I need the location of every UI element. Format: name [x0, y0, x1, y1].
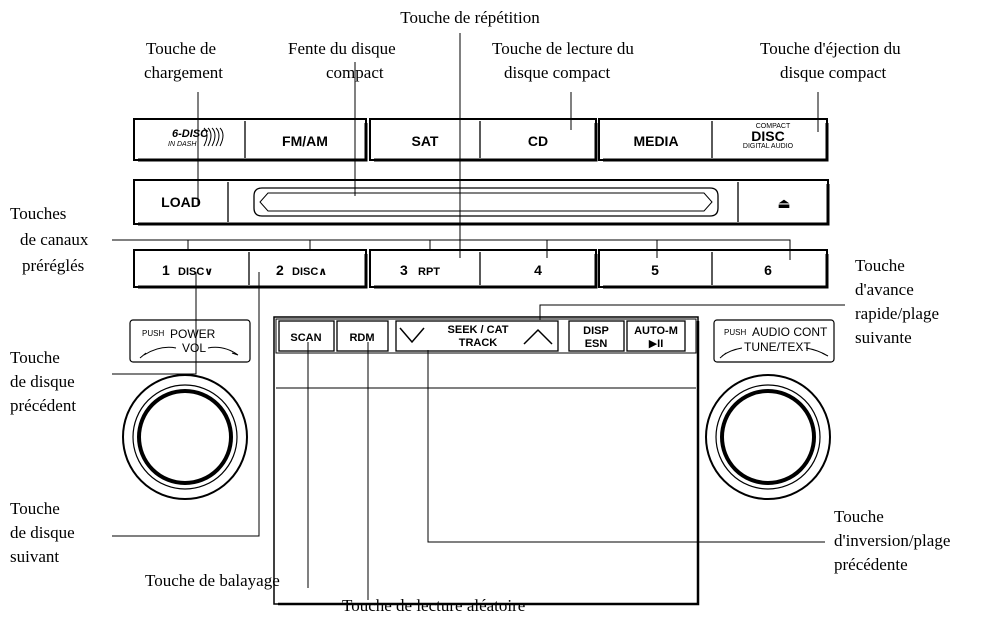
preset-3-button[interactable]: 3 RPT	[400, 262, 440, 278]
label-ff-3: rapide/plage	[855, 304, 939, 323]
media-button[interactable]: MEDIA	[633, 133, 678, 149]
label-scan: Touche de balayage	[145, 571, 280, 590]
preset-5-button[interactable]: 5	[651, 262, 659, 278]
label-play-2: disque compact	[504, 63, 610, 82]
label-slot-2: compact	[326, 63, 384, 82]
preset-6-button[interactable]: 6	[764, 262, 772, 278]
seek-label-1: SEEK / CAT	[448, 324, 509, 336]
label-prevdisc-2: de disque	[10, 372, 75, 391]
auto-m-label-2: ▶II	[649, 338, 664, 350]
preset-button-row: 1 DISC∨ 2 DISC∧ 3 RPT 4 5 6	[133, 249, 829, 289]
disp-esn-button[interactable]: DISP ESN	[568, 320, 625, 352]
preset-2-button[interactable]: 2 DISC∧	[276, 262, 327, 278]
seek-track-button[interactable]: SEEK / CAT TRACK	[395, 320, 559, 352]
label-eject-2: disque compact	[780, 63, 886, 82]
left-sub-label: VOL	[182, 341, 206, 355]
auto-m-button[interactable]: AUTO-M ▶II	[626, 320, 686, 352]
label-ff-4: suivante	[855, 328, 912, 347]
compact-disc-logo: COMPACT DISC DIGITAL AUDIO	[743, 123, 794, 150]
label-ff-2: d'avance	[855, 280, 914, 299]
source-button-row: 6-DISC IN DASH FM/AM SAT CD MEDIA COMPAC…	[133, 118, 829, 162]
compact-logo-text-2: DISC	[751, 128, 784, 144]
disp-label-1: DISP	[583, 325, 609, 337]
preset-2-text: DISC∧	[292, 266, 327, 278]
preset-3-text: RPT	[418, 266, 440, 278]
label-random: Touche de lecture aléatoire	[342, 596, 525, 615]
label-repeat: Touche de répétition	[400, 8, 540, 27]
seek-down-icon	[399, 327, 425, 344]
label-preset-3: préréglés	[22, 256, 84, 275]
label-prevdisc-3: précédent	[10, 396, 76, 415]
fm-am-button[interactable]: FM/AM	[282, 133, 328, 149]
six-disc-label-1: 6-DISC	[172, 128, 209, 140]
cd-slot-row: LOAD ⏏	[133, 179, 830, 226]
label-nextdisc-3: suivant	[10, 547, 59, 566]
cd-button[interactable]: CD	[528, 133, 548, 149]
rdm-label: RDM	[349, 332, 374, 344]
display-panel: SCAN RDM SEEK / CAT TRACK DISP ESN AUTO-…	[273, 316, 700, 606]
seek-up-icon	[523, 328, 553, 345]
right-title-label: AUDIO CONT	[752, 325, 828, 339]
label-rew-2: d'inversion/plage	[834, 531, 950, 550]
load-button[interactable]: LOAD	[161, 194, 201, 210]
six-disc-label-2: IN DASH	[168, 141, 197, 148]
label-load-1: Touche de	[146, 39, 216, 58]
label-preset-1: Touches	[10, 204, 66, 223]
cd-slot	[253, 187, 719, 217]
compact-logo-text-3: DIGITAL AUDIO	[743, 143, 794, 150]
left-title-label: POWER	[170, 327, 216, 341]
audio-tune-knob[interactable]: PUSH AUDIO CONT TUNE/TEXT	[705, 319, 835, 500]
label-rew-1: Touche	[834, 507, 884, 526]
rdm-button[interactable]: RDM	[336, 320, 389, 352]
disp-label-2: ESN	[585, 338, 608, 350]
label-slot-1: Fente du disque	[288, 39, 396, 58]
preset-4-button[interactable]: 4	[534, 262, 542, 278]
callout-labels: Touche de répétition Touche de chargemen…	[10, 8, 950, 615]
label-eject-1: Touche d'éjection du	[760, 39, 901, 58]
preset-3-number: 3	[400, 262, 408, 278]
label-play-1: Touche de lecture du	[492, 39, 634, 58]
scan-label: SCAN	[290, 332, 321, 344]
seek-label-2: TRACK	[459, 337, 498, 349]
label-ff-1: Touche	[855, 256, 905, 275]
compact-logo-text-1: COMPACT	[756, 123, 791, 130]
label-load-2: chargement	[144, 63, 223, 82]
disc-stripes-icon	[203, 127, 224, 147]
label-nextdisc-1: Touche	[10, 499, 60, 518]
right-push-label: PUSH	[724, 328, 746, 337]
leader-lines	[112, 33, 845, 600]
preset-2-number: 2	[276, 262, 284, 278]
auto-m-label-1: AUTO-M	[634, 325, 678, 337]
eject-button[interactable]: ⏏	[777, 195, 790, 211]
right-sub-label: TUNE/TEXT	[744, 340, 811, 354]
label-prevdisc-1: Touche	[10, 348, 60, 367]
left-push-label: PUSH	[142, 329, 164, 338]
label-nextdisc-2: de disque	[10, 523, 75, 542]
label-preset-2: de canaux	[20, 230, 89, 249]
label-rew-3: précédente	[834, 555, 908, 574]
power-volume-knob[interactable]: PUSH POWER VOL	[122, 319, 251, 500]
scan-button[interactable]: SCAN	[278, 320, 335, 352]
sat-button[interactable]: SAT	[412, 133, 439, 149]
six-disc-button[interactable]: 6-DISC IN DASH	[168, 127, 224, 148]
preset-1-number: 1	[162, 262, 170, 278]
